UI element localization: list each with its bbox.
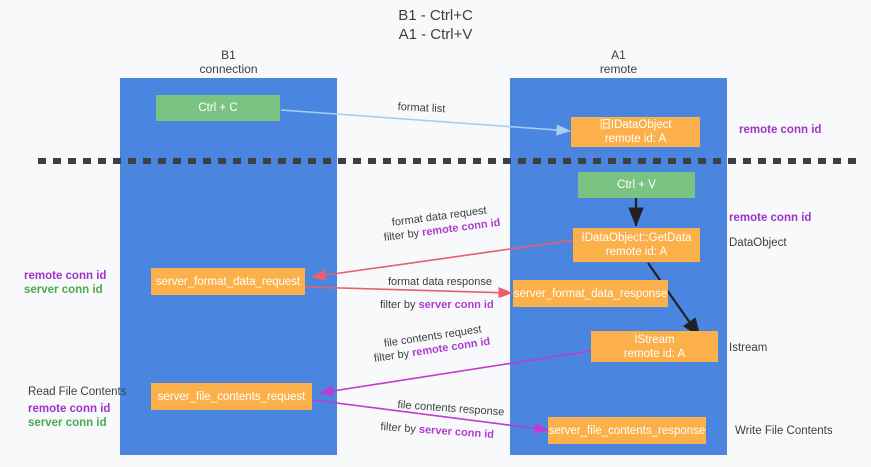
edge-label-file-contents-response-filter-prefix: filter by [380,420,420,436]
box-ctrl-v-label: Ctrl + V [617,179,656,191]
title-line-1: B1 - Ctrl+C [398,7,473,24]
column-header-b1: B1 connection [120,48,337,76]
box-idataobject[interactable]: 旧IDataObject remote id: A [571,117,700,147]
edge-label-format-data-response-filter-key: server conn id [418,299,494,311]
edge-label-file-contents-response-filter: filter by server conn id [380,420,494,442]
annotation-right-dataobject: DataObject [729,237,787,249]
box-server-file-contents-request[interactable]: server_file_contents_request [151,383,312,410]
column-header-b1-role: connection [199,62,258,76]
title-line-2: A1 - Ctrl+V [398,26,473,43]
edge-label-format-data-response-filter-prefix: filter by [380,299,419,311]
box-server-file-contents-response[interactable]: server_file_contents_response [548,417,706,444]
column-header-a1-name: A1 [611,48,626,62]
box-server-format-data-response[interactable]: server_format_data_response [513,280,668,307]
annotation-left-read-file-contents: Read File Contents [28,386,127,398]
box-ctrl-c[interactable]: Ctrl + C [156,95,280,121]
box-server-format-data-request-label: server_format_data_request [155,275,301,288]
edge-label-format-data-response-filter: filter by server conn id [380,298,494,312]
box-idataobject-getdata[interactable]: IDataObject::GetData remote id: A [573,228,700,262]
box-server-file-contents-response-label: server_file_contents_response [548,424,706,437]
box-idataobject-getdata-line-1: IDataObject::GetData [581,232,692,244]
annotation-right-remote-conn-id-1: remote conn id [739,124,822,136]
box-ctrl-v[interactable]: Ctrl + V [578,172,695,198]
edge-label-format-data-response: format data response [388,276,492,288]
annotation-right-write-file-contents: Write File Contents [735,425,833,437]
box-server-file-contents-request-label: server_file_contents_request [157,390,306,403]
column-header-a1: A1 remote [510,48,727,76]
box-idataobject-line-2: remote id: A [604,133,667,145]
annotation-left-server-conn-id-2: server conn id [28,417,107,429]
edge-label-file-contents-response: file contents response [397,398,505,419]
box-idataobject-getdata-line-2: remote id: A [605,246,668,258]
edge-label-format-data-request-filter-prefix: filter by [383,226,423,244]
annotation-right-istream: Istream [729,342,768,354]
edge-label-file-contents-request-filter-prefix: filter by [373,347,414,365]
column-header-b1-name: B1 [221,48,236,62]
annotation-left-remote-conn-id-1: remote conn id [24,270,107,282]
annotation-left-remote-conn-id-2: remote conn id [28,403,111,415]
box-istream-line-1: IStream [634,333,675,346]
box-idataobject-line-1: 旧IDataObject [599,119,672,131]
box-istream-line-2: remote id: A [623,347,686,360]
edge-label-format-list: format list [397,100,446,116]
box-server-format-data-response-label: server_format_data_response [513,287,668,300]
page-title: B1 - Ctrl+C A1 - Ctrl+V [0,6,871,44]
box-server-format-data-request[interactable]: server_format_data_request [151,268,305,295]
box-ctrl-c-label: Ctrl + C [198,102,238,114]
annotation-right-remote-conn-id-2: remote conn id [729,212,812,224]
annotation-left-server-conn-id-1: server conn id [24,284,103,296]
edge-label-file-contents-response-filter-key: server conn id [418,423,495,441]
box-istream[interactable]: IStream remote id: A [591,331,718,362]
column-header-a1-role: remote [599,62,638,76]
